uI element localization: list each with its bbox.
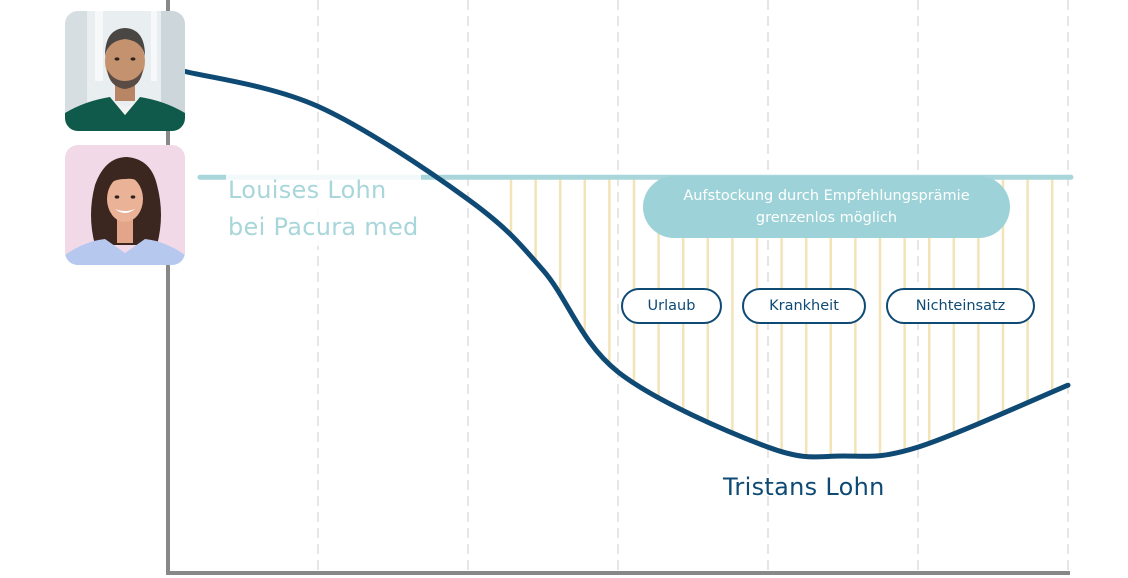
bonus-line2: grenzenlos möglich (755, 210, 898, 226)
chip-krankheit: Krankheit (742, 288, 866, 324)
bonus-line1: Aufstockung durch Empfehlungsprämie (683, 188, 970, 204)
avatar-tristan (65, 11, 185, 131)
louise-label-line1: Louises Lohn (228, 176, 387, 204)
louise-label-line2: bei Pacura med (228, 213, 419, 241)
man-portrait-icon (65, 11, 185, 131)
chip-urlaub: Urlaub (621, 288, 722, 324)
tristan-salary-label: Tristans Lohn (723, 473, 885, 501)
woman-portrait-icon (65, 145, 185, 265)
chip-nichteinsatz: Nichteinsatz (886, 288, 1035, 324)
louise-salary-label: Louises Lohn bei Pacura med (226, 172, 421, 246)
avatar-louise (65, 145, 185, 265)
tristan-salary-curve (180, 68, 1071, 460)
referral-bonus-pill: Aufstockung durch Empfehlungsprämie gren… (643, 176, 1010, 238)
grid-lines (317, 0, 1069, 573)
